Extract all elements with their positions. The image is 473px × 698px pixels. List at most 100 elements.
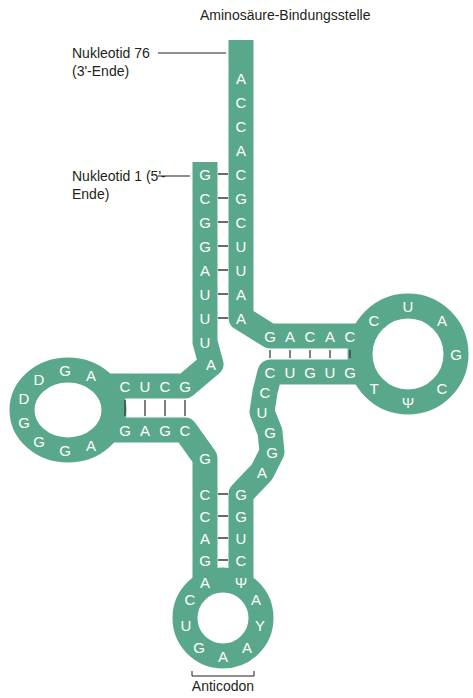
- nucleotide-letter-holder: A: [251, 592, 261, 607]
- nucleotide-letter-holder: G: [264, 329, 276, 344]
- base-pair-ticks: [125, 174, 350, 560]
- nucleotide-letter-holder: A: [242, 640, 252, 655]
- nucleotide-letter: C: [305, 329, 316, 344]
- nucleotide-letter: C: [160, 379, 171, 394]
- nucleotide-letter: G: [18, 415, 30, 430]
- nucleotide-letter: U: [285, 365, 296, 380]
- nucleotide-letter: A: [236, 287, 246, 302]
- nucleotide-letter-holder: G: [193, 640, 205, 655]
- nucleotide-letter-holder: C: [236, 119, 247, 134]
- nucleotide-letter: A: [242, 640, 252, 655]
- nucleotide-letter-holder: C: [200, 191, 211, 206]
- region-label: Anticodon: [192, 677, 254, 695]
- nucleotide-letter-holder: G: [235, 487, 247, 502]
- nucleotide-letter: A: [200, 575, 210, 590]
- nucleotide-letter-holder: A: [257, 465, 267, 480]
- nucleotide-letter: U: [325, 365, 336, 380]
- nucleotide-letter-holder: Ψ: [402, 395, 415, 410]
- nucleotide-letter: A: [200, 263, 210, 278]
- nucleotide-letter-holder: U: [236, 239, 247, 254]
- nucleotide-letter: T: [369, 381, 378, 396]
- three-prime-strand: [241, 40, 364, 336]
- nucleotide-letter-holder: C: [236, 553, 247, 568]
- nucleotide-letter-holder: C: [369, 313, 380, 328]
- nucleotide-letter: C: [200, 509, 211, 524]
- nucleotide-letter: C: [236, 119, 247, 134]
- nucleotide-letter-holder: A: [325, 329, 335, 344]
- nucleotide-letter: U: [200, 287, 211, 302]
- nucleotide-letter-holder: A: [200, 531, 210, 546]
- nucleotide-letter: G: [344, 365, 356, 380]
- nucleotide-letter-holder: U: [403, 299, 414, 314]
- nucleotide-letter: A: [325, 329, 335, 344]
- five-prime-strand: [105, 162, 211, 386]
- nucleotide-letter-holder: G: [199, 451, 211, 466]
- nucleotide-letter: G: [199, 239, 211, 254]
- nucleotide-letter-holder: G: [199, 239, 211, 254]
- nucleotide-letter-holder: U: [181, 618, 192, 633]
- nucleotide-letter: C: [185, 592, 196, 607]
- nucleotide-letter: C: [120, 379, 131, 394]
- site-label-holder: Aminosäure-Bindungsstelle: [200, 6, 370, 24]
- nucleotide-letter: U: [236, 239, 247, 254]
- nucleotide-letter: G: [159, 423, 171, 438]
- nucleotide-letter-holder: C: [236, 215, 247, 230]
- nucleotide-letter-holder: G: [235, 191, 247, 206]
- nucleotide-letter-holder: A: [206, 357, 216, 372]
- nucleotide-letter-holder: U: [236, 263, 247, 278]
- nucleotide-letter-holder: D: [34, 372, 45, 387]
- nucleotide-letter: U: [403, 299, 414, 314]
- end-label: Nukleotid 76 (3'-Ende): [72, 44, 172, 80]
- nucleotide-letter-holder: G: [59, 443, 71, 458]
- nucleotide-letter: C: [345, 329, 356, 344]
- nucleotide-letter-holder: A: [437, 313, 447, 328]
- anticodon-bracket: [192, 671, 254, 676]
- nucleotide-letter: A: [140, 423, 150, 438]
- nucleotide-letter: G: [264, 425, 276, 440]
- nucleotide-letter-holder: A: [285, 329, 295, 344]
- nucleotide-letter-holder: C: [120, 379, 131, 394]
- variable-loop-strand: [241, 372, 364, 585]
- nucleotide-letter: A: [236, 71, 246, 86]
- nucleotide-letter: G: [199, 215, 211, 230]
- nucleotide-letter-holder: C: [185, 592, 196, 607]
- nucleotide-letter: A: [206, 357, 216, 372]
- nucleotide-letter-holder: A: [236, 143, 246, 158]
- nucleotide-letter: A: [285, 329, 295, 344]
- end-label-holder: Nukleotid 1 (5'-Ende): [72, 167, 172, 203]
- nucleotide-letter-holder: U: [236, 531, 247, 546]
- nucleotide-letter-holder: C: [160, 379, 171, 394]
- nucleotide-letter-holder: U: [285, 365, 296, 380]
- nucleotide-letter: A: [200, 531, 210, 546]
- nucleotide-letter: G: [193, 640, 205, 655]
- nucleotide-letter: C: [369, 313, 380, 328]
- nucleotide-letter: G: [59, 443, 71, 458]
- nucleotide-letter-holder: G: [18, 415, 30, 430]
- nucleotide-letter: C: [265, 365, 276, 380]
- nucleotide-letter: U: [200, 335, 211, 350]
- nucleotide-letter: G: [266, 445, 278, 460]
- nucleotide-letter-holder: C: [437, 381, 448, 396]
- nucleotide-letter-holder: Y: [255, 618, 265, 633]
- nucleotide-letter: A: [437, 313, 447, 328]
- nucleotide-letter: A: [257, 465, 267, 480]
- nucleotide-letter-holder: A: [86, 438, 96, 453]
- nucleotide-letter-holder: G: [199, 215, 211, 230]
- nucleotide-letter-holder: G: [199, 553, 211, 568]
- nucleotide-letter: C: [236, 95, 247, 110]
- nucleotide-letter: U: [140, 379, 151, 394]
- nucleotide-letter-holder: A: [140, 423, 150, 438]
- nucleotide-letter: G: [304, 365, 316, 380]
- nucleotide-letter: C: [180, 423, 191, 438]
- nucleotide-letter-holder: G: [159, 423, 171, 438]
- nucleotide-letter: Ψ: [402, 395, 415, 410]
- nucleotide-letter-holder: G: [119, 423, 131, 438]
- nucleotide-letter-holder: G: [199, 167, 211, 182]
- nucleotide-letter-holder: A: [218, 649, 228, 664]
- nucleotide-letter: Ψ: [235, 575, 248, 590]
- nucleotide-letter-holder: C: [236, 95, 247, 110]
- nucleotide-letter-holder: G: [235, 509, 247, 524]
- nucleotide-letter: G: [235, 509, 247, 524]
- nucleotide-letter: G: [199, 451, 211, 466]
- nucleotide-letter: A: [236, 143, 246, 158]
